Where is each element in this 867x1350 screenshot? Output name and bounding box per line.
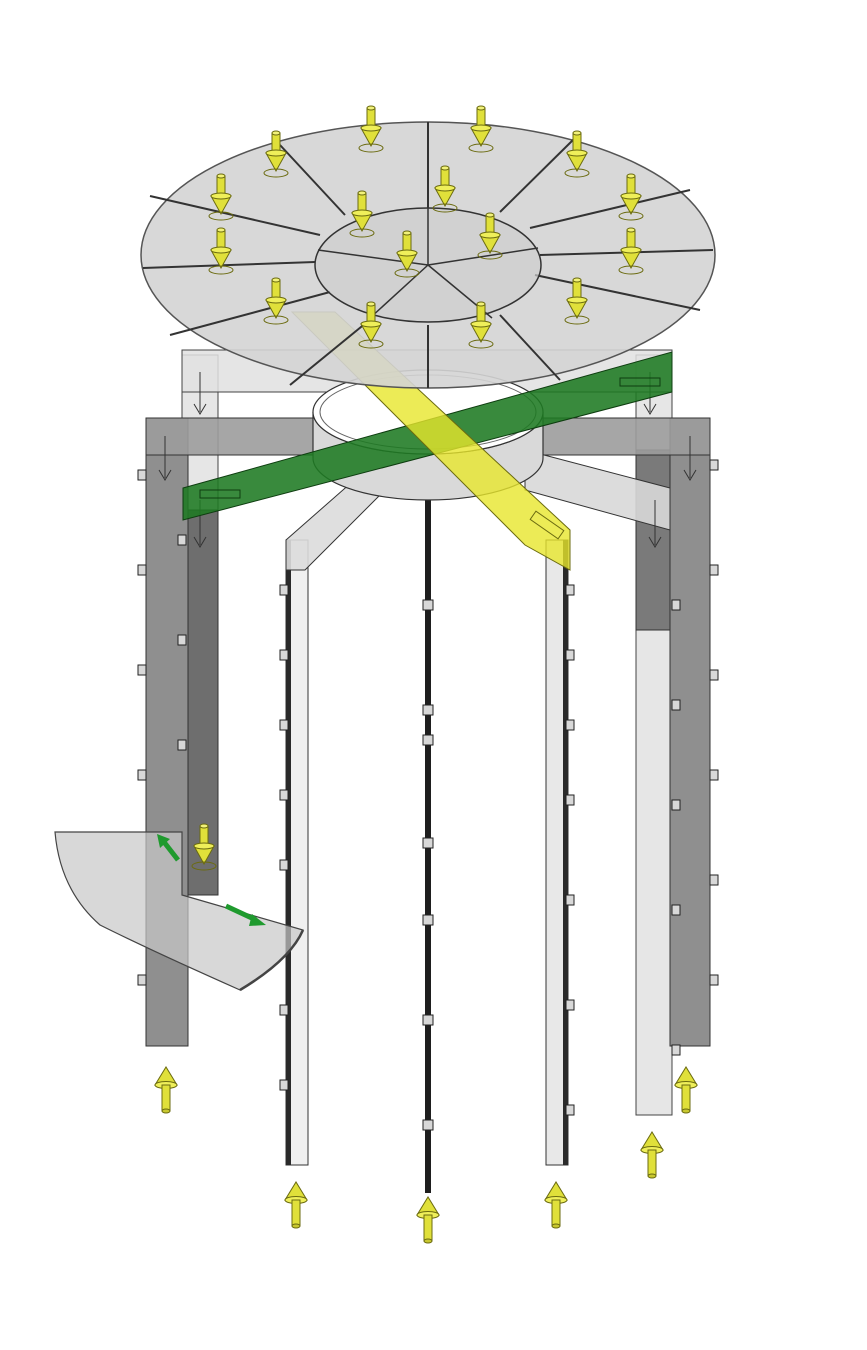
column-clips	[137, 459, 719, 1131]
arm-left	[145, 417, 321, 456]
column-center	[425, 475, 431, 1193]
arrow-up-icon	[674, 1066, 698, 1114]
column-right-outer	[669, 417, 711, 1047]
column-front-left-edge	[286, 540, 291, 1165]
arm-right	[539, 417, 711, 456]
arrow-down-icon	[358, 105, 384, 153]
arrow-up-icon	[416, 1196, 440, 1244]
spiral-platform	[54, 823, 305, 992]
arrow-down-icon	[263, 130, 289, 178]
arrow-up-icon	[640, 1131, 664, 1179]
green-arrow-icon	[157, 834, 180, 862]
column-back-right-shade	[635, 449, 673, 631]
arrow-down-icon	[564, 130, 590, 178]
arrow-up-icon	[284, 1181, 308, 1229]
arrow-down-icon	[468, 105, 494, 153]
column-front-right-edge	[563, 540, 568, 1165]
green-arrow-icon	[224, 903, 266, 926]
arm-flow-arrows	[158, 372, 697, 548]
arrow-up-icon	[544, 1181, 568, 1229]
sector-divisions	[142, 122, 714, 388]
arrow-up-icon	[154, 1066, 178, 1114]
